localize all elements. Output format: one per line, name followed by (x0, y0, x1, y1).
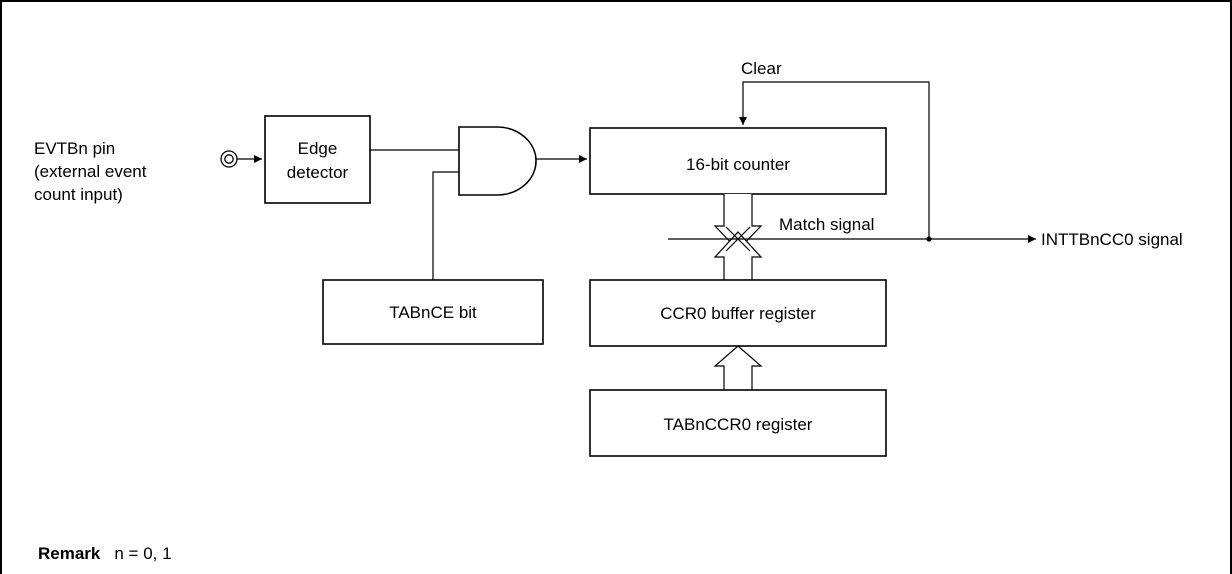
match-signal-label: Match signal (779, 215, 874, 234)
clear-label: Clear (741, 59, 782, 78)
edge-detector-label-line2: detector (287, 163, 349, 182)
remark-title: Remark (38, 544, 101, 563)
remark-note: Remark n = 0, 1 (38, 544, 172, 564)
counter-block: 16-bit counter (589, 127, 887, 195)
remark-text: n = 0, 1 (114, 544, 172, 563)
clear-feedback-arrow (739, 81, 930, 239)
pin-symbol-icon (220, 150, 238, 168)
evtbn-pin-label-line1: EVTBn pin (34, 139, 115, 158)
compare-cross-2 (725, 226, 751, 252)
junction-dot (926, 236, 932, 242)
tabnccr0-label: TABnCCR0 register (664, 415, 813, 434)
counter-label: 16-bit counter (686, 155, 790, 174)
tabnce-bit-label: TABnCE bit (389, 303, 477, 322)
buffer-to-compare-bus-arrow (713, 231, 763, 280)
ccr0-to-buffer-bus-arrow (713, 345, 763, 390)
edge-detector-block: Edge detector (264, 115, 371, 204)
output-signal-label: INTTBnCC0 signal (1041, 230, 1183, 249)
edge-detector-label-line1: Edge (298, 139, 338, 158)
ccr0-buffer-label: CCR0 buffer register (660, 304, 816, 323)
evtbn-pin-label-line2: (external event (34, 162, 147, 181)
ccr0-buffer-block: CCR0 buffer register (589, 279, 887, 347)
tabnce-bit-block: TABnCE bit (322, 279, 544, 345)
and-gate-icon (458, 126, 537, 196)
evtbn-pin-label-line3: count input) (34, 185, 123, 204)
tabnce-to-and-line (432, 171, 459, 280)
tabnccr0-block: TABnCCR0 register (589, 389, 887, 457)
